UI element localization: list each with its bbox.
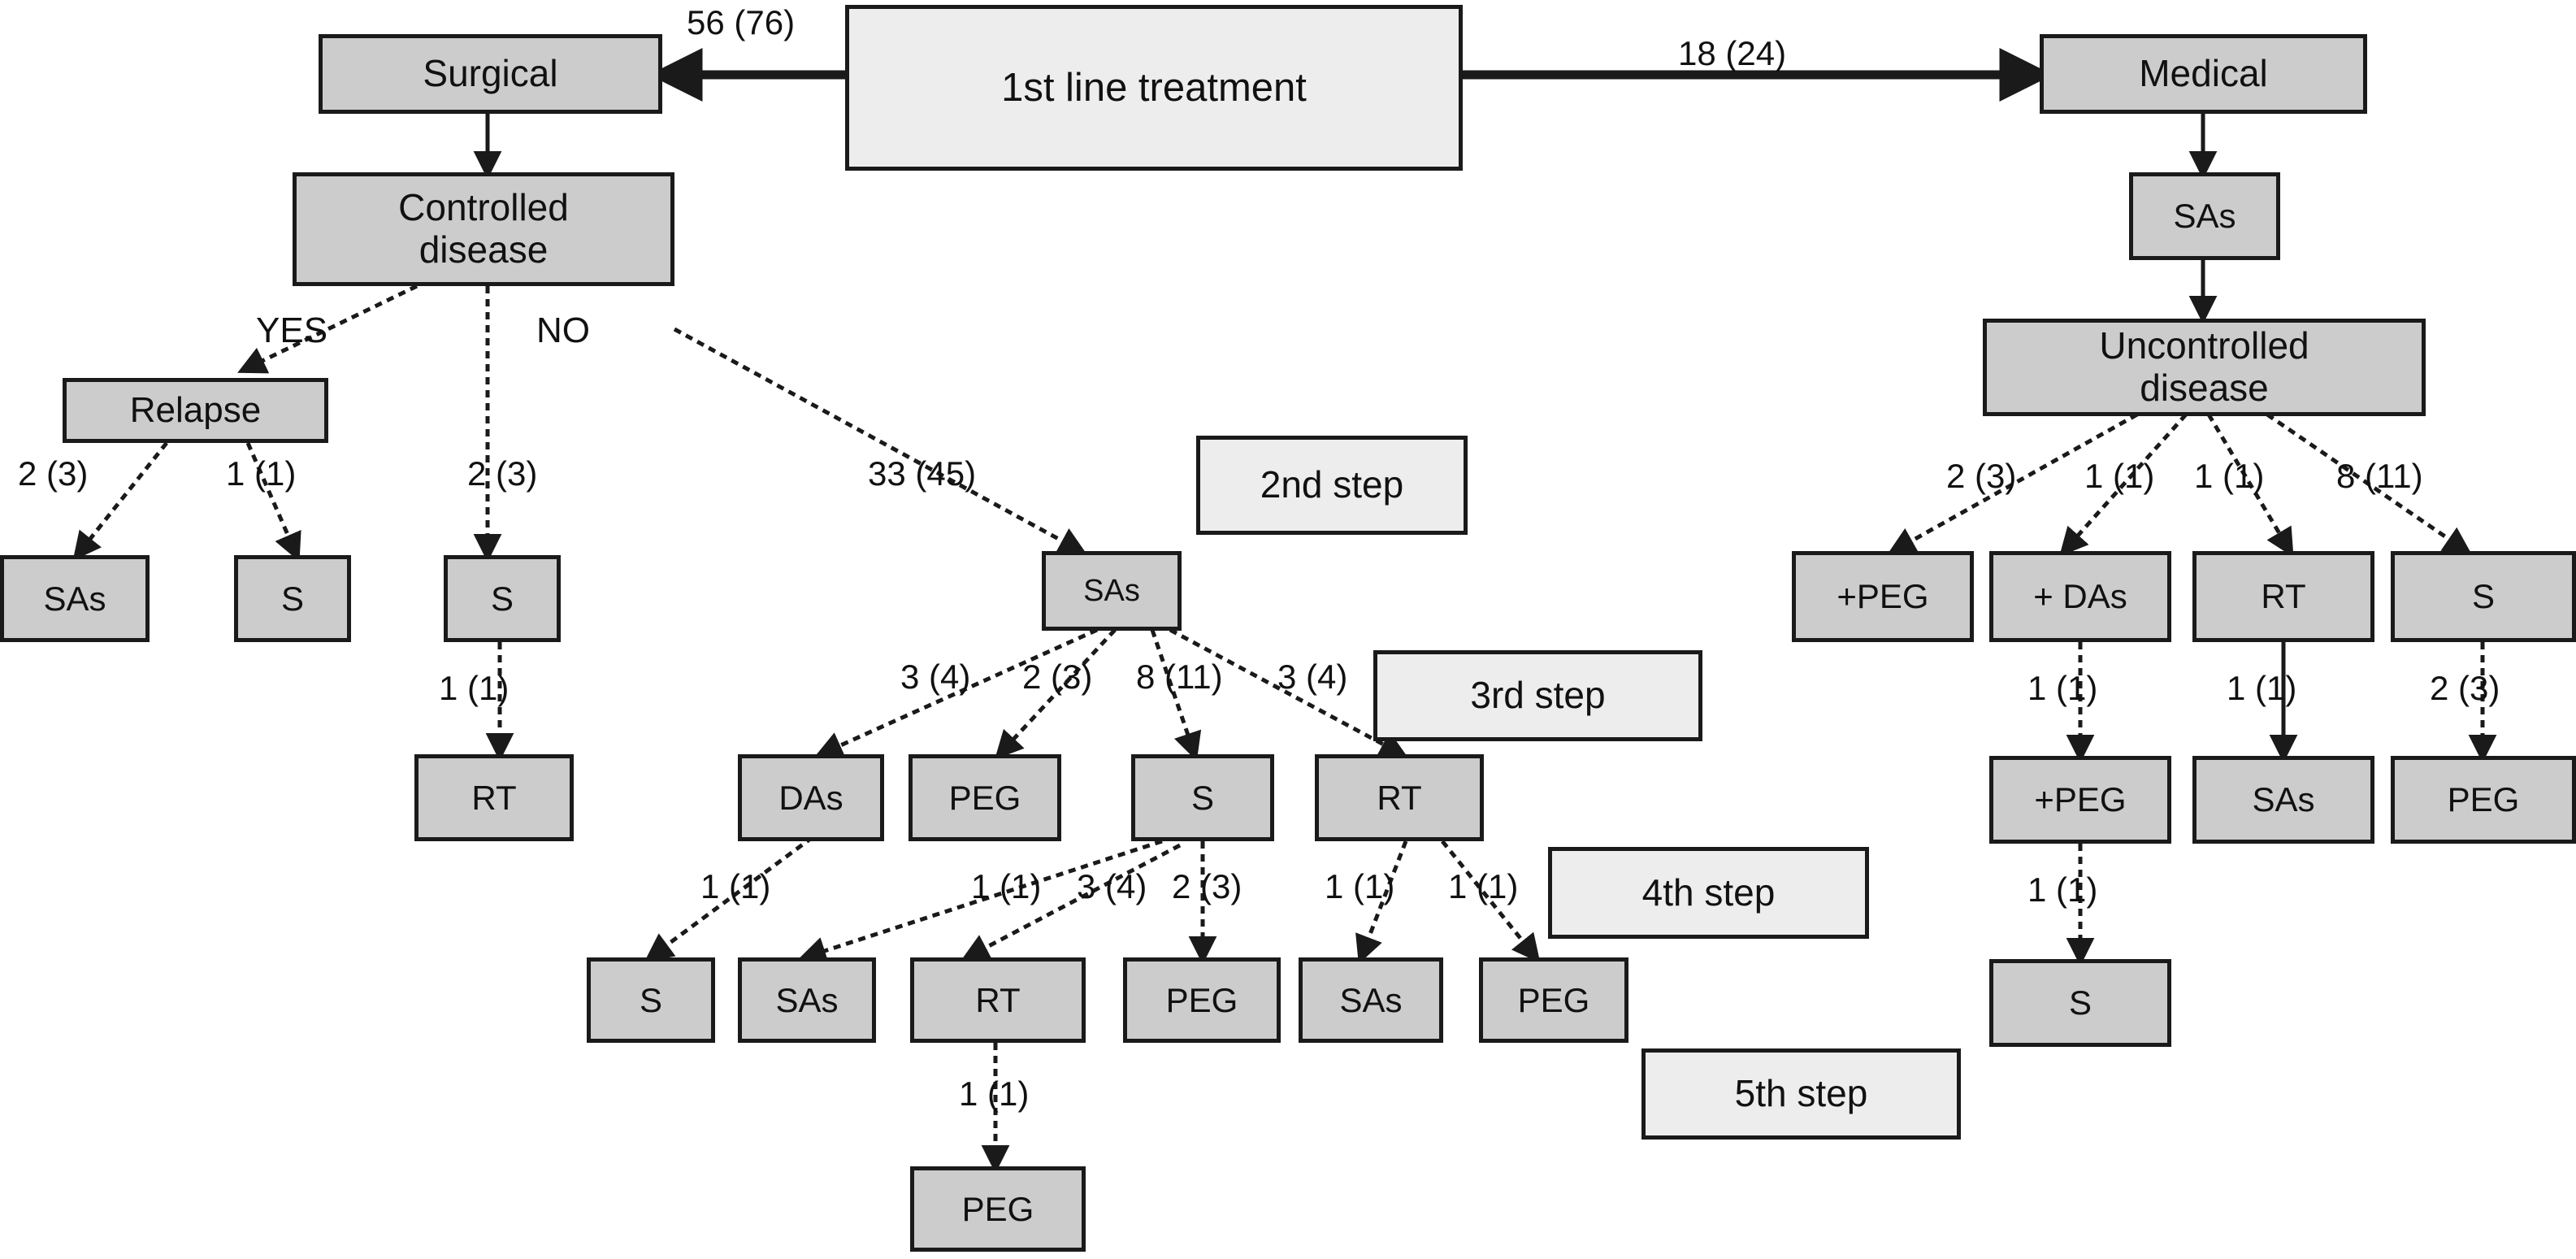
branch-label-yes: YES (256, 310, 328, 350)
node-fourth-rt[interactable]: RT (910, 957, 1086, 1043)
node-unc-s[interactable]: S (2391, 551, 2576, 642)
node-fourth-sas2[interactable]: SAs (1299, 957, 1443, 1043)
node-uncontrolled-disease[interactable]: Uncontrolled disease (1983, 319, 2426, 416)
edge-label-relapse-to-s: 1 (1) (226, 454, 297, 493)
step-label-second: 2nd step (1196, 436, 1468, 535)
node-no-s[interactable]: S (444, 555, 561, 642)
edge-label-no-s-to-rt: 1 (1) (439, 669, 510, 707)
node-third-rt[interactable]: RT (1315, 754, 1484, 841)
node-first-line-treatment[interactable]: 1st line treatment (845, 5, 1463, 171)
edge-label-s-to-peg: 2 (3) (1172, 867, 1242, 905)
edge-label-s-to-rt: 3 (4) (1077, 867, 1147, 905)
step-label-third: 3rd step (1373, 650, 1702, 741)
node-relapse-s[interactable]: S (234, 555, 351, 642)
edge-label-sas-to-peg: 2 (3) (1022, 658, 1093, 696)
node-fourth-s[interactable]: S (587, 957, 715, 1043)
node-unc-s2[interactable]: S (1989, 959, 2171, 1047)
node-unc-peg2[interactable]: +PEG (1989, 756, 2171, 844)
branch-label-no: NO (536, 310, 590, 350)
edge-label-unc-to-das: 1 (1) (2084, 457, 2155, 495)
node-fourth-peg[interactable]: PEG (1123, 957, 1281, 1043)
node-unc-peg[interactable]: +PEG (1792, 551, 1974, 642)
edge-label-unc-to-s: 8 (11) (2336, 457, 2423, 495)
edge-relapse-sas (72, 441, 168, 561)
node-fifth-peg[interactable]: PEG (910, 1166, 1086, 1252)
node-unc-peg3[interactable]: PEG (2391, 756, 2576, 844)
step-label-fifth: 5th step (1641, 1048, 1961, 1140)
edge-label-sas-to-s: 8 (11) (1136, 658, 1223, 696)
node-surgical[interactable]: Surgical (319, 34, 662, 114)
edge-label-das-to-s: 1 (1) (700, 867, 771, 905)
node-no-s-rt[interactable]: RT (414, 754, 574, 841)
edge-label-s-to-sas: 1 (1) (971, 867, 1042, 905)
edge-label-relapse-to-sas: 2 (3) (18, 454, 89, 493)
node-fourth-sas[interactable]: SAs (738, 957, 876, 1043)
node-third-das[interactable]: DAs (738, 754, 884, 841)
edge-label-unc-to-peg: 2 (3) (1946, 457, 2017, 495)
edge-label-no-to-s: 2 (3) (467, 454, 538, 493)
node-second-step-sas[interactable]: SAs (1042, 551, 1182, 631)
node-medical[interactable]: Medical (2040, 34, 2367, 114)
node-relapse[interactable]: Relapse (63, 378, 328, 443)
node-third-s[interactable]: S (1131, 754, 1274, 841)
node-relapse-sas[interactable]: SAs (0, 555, 150, 642)
node-unc-sas[interactable]: SAs (2192, 756, 2374, 844)
node-fourth-peg2[interactable]: PEG (1479, 957, 1628, 1043)
node-unc-das[interactable]: + DAs (1989, 551, 2171, 642)
edge-label-rt-to-sas-right: 1 (1) (2227, 669, 2297, 707)
edge-label-unc-to-rt: 1 (1) (2194, 457, 2265, 495)
edge-label-rt-to-peg-fifth: 1 (1) (959, 1074, 1030, 1113)
edge-label-sas-to-das: 3 (4) (900, 658, 971, 696)
edge-label-rt-to-sas: 1 (1) (1325, 867, 1395, 905)
node-controlled-disease[interactable]: Controlled disease (293, 172, 674, 286)
edge-label-to-surgical: 56 (76) (687, 3, 796, 41)
edge-label-peg-to-s-right: 1 (1) (2027, 870, 2098, 909)
node-unc-rt[interactable]: RT (2192, 551, 2374, 642)
node-medical-sas[interactable]: SAs (2129, 172, 2280, 260)
edge-label-to-medical: 18 (24) (1678, 34, 1787, 72)
edge-controlled-sas2 (673, 327, 1087, 555)
step-label-fourth: 4th step (1548, 847, 1869, 939)
edge-label-das-to-peg: 1 (1) (2027, 669, 2098, 707)
edge-label-controlled-to-sas: 33 (45) (868, 454, 977, 493)
edge-label-s-to-peg-right: 2 (3) (2430, 669, 2500, 707)
edge-label-rt-to-peg: 1 (1) (1448, 867, 1519, 905)
node-third-peg[interactable]: PEG (909, 754, 1061, 841)
edge-label-sas-to-rt: 3 (4) (1277, 658, 1348, 696)
